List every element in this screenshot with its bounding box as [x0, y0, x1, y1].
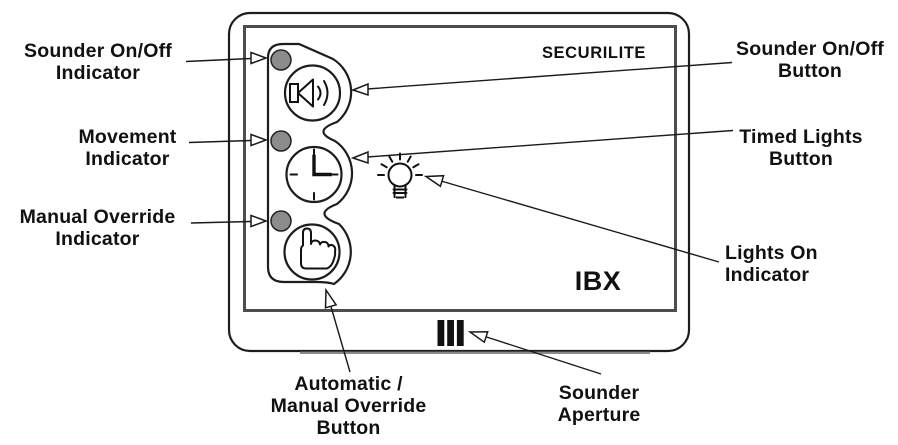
sounder-onoff-indicator-led	[270, 49, 292, 71]
auto-manual-override-button[interactable]	[283, 223, 341, 281]
label-sounder-onoff-indicator: Sounder On/Off Indicator	[24, 40, 172, 84]
brand-text: SECURILITE	[542, 44, 646, 62]
clock-icon	[289, 148, 339, 201]
pointing-hand-icon	[300, 227, 337, 270]
timed-lights-button[interactable]	[285, 145, 343, 204]
label-sounder-aperture: Sounder Aperture	[557, 382, 641, 426]
label-lights-on-indicator: Lights On Indicator	[725, 242, 818, 286]
label-movement-indicator: Movement Indicator	[78, 126, 177, 170]
model-text: IBX	[575, 266, 622, 296]
label-timed-lights-button: Timed Lights Button	[739, 126, 863, 170]
label-auto-manual-override-button: Automatic / Manual Override Button	[270, 373, 427, 439]
annotation-arrows	[185, 51, 734, 375]
speaker-icon	[289, 78, 329, 108]
sounder-aperture-grille	[437, 320, 464, 346]
movement-indicator-led	[270, 130, 292, 152]
label-manual-override-indicator: Manual Override Indicator	[19, 206, 176, 250]
sounder-onoff-button[interactable]	[283, 64, 342, 122]
lightbulb-icon	[377, 152, 423, 199]
label-sounder-onoff-button: Sounder On/Off Button	[736, 38, 884, 82]
manual-override-indicator-led	[270, 210, 292, 232]
